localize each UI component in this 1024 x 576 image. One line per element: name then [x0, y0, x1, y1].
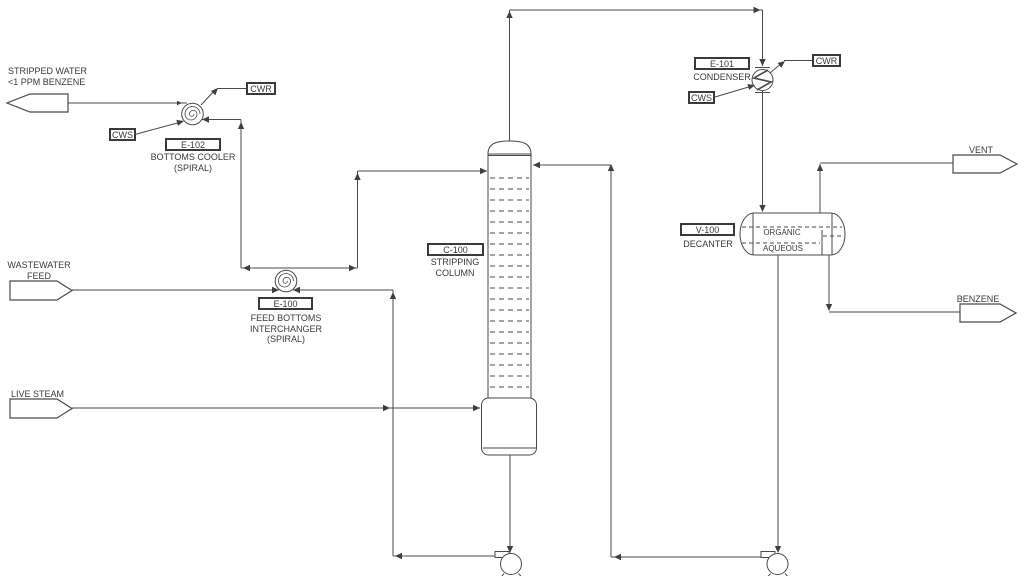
condenser-flange-ticks	[755, 67, 770, 93]
v100-tag-box: V-100	[680, 223, 735, 236]
c100-description: STRIPPING COLUMN	[395, 257, 515, 278]
v100-description: DECANTER	[683, 239, 733, 249]
stripped-water-label-line2: <1 PPM BENZENE	[8, 76, 86, 87]
vent-label: VENT	[968, 145, 993, 155]
pipe-vent	[819, 162, 953, 213]
wastewater-label-line2: FEED	[26, 270, 51, 281]
stripped-water-label-line1: STRIPPED WATER	[8, 66, 88, 76]
cwr-box-e102: CWR	[246, 82, 276, 95]
reflux-pump-symbol	[760, 551, 789, 576]
column-sump	[481, 397, 537, 456]
vent-flag	[952, 154, 1019, 174]
condenser-e101-symbol	[751, 67, 774, 93]
pipe-overhead-vapor	[509, 9, 763, 141]
e102-desc-line1: BOTTOMS COOLER	[150, 152, 236, 162]
column-tray-lines	[490, 177, 529, 388]
decanter-level-lines	[742, 226, 842, 244]
e100-desc-line3: (SPIRAL)	[266, 334, 305, 344]
pipe-benzene	[828, 255, 960, 313]
stripped-water-flag	[5, 93, 69, 113]
e100-desc-line1: FEED BOTTOMS	[250, 313, 322, 323]
cwr-box-e101: CWR	[812, 54, 841, 67]
stream-flags	[5, 93, 1019, 419]
decanter-organic-label: ORGANIC	[763, 228, 801, 237]
decanter-shell	[739, 212, 846, 256]
e101-tag-box: E-101	[694, 57, 750, 70]
c100-desc-line1: STRIPPING	[430, 257, 480, 267]
pipe-bottoms-to-e102	[202, 119, 358, 269]
pipe-lines	[68, 9, 960, 558]
c100-desc-line2: COLUMN	[435, 267, 475, 278]
e102-tag-box: E-102	[165, 138, 221, 151]
pipe-feed-to-column	[357, 170, 487, 268]
decanter-v100-symbol	[739, 212, 846, 256]
e100-description: FEED BOTTOMS INTERCHANGER (SPIRAL)	[226, 313, 346, 345]
pipe-aqueous-recycle	[533, 164, 779, 558]
wastewater-label-line1: WASTEWATER	[7, 260, 71, 270]
spiral-icon	[184, 106, 201, 121]
exchanger-e102-symbol	[181, 102, 204, 126]
wastewater-feed-flag	[9, 280, 74, 301]
decanter-aqueous-label: AQUEOUS	[762, 244, 803, 253]
cws-box-e101: CWS	[688, 91, 715, 104]
spiral-icon	[278, 273, 294, 288]
exchanger-e100-symbol	[274, 269, 298, 293]
column-dome	[487, 140, 532, 155]
flow-arrows	[176, 6, 833, 561]
c100-tag-box: C-100	[427, 243, 484, 256]
e102-description: BOTTOMS COOLER (SPIRAL)	[133, 152, 253, 173]
decanter-head-seams	[752, 213, 833, 255]
bottoms-pump-symbol	[494, 551, 522, 576]
e102-desc-line2: (SPIRAL)	[173, 162, 212, 173]
e100-tag-box: E-100	[258, 297, 313, 310]
benzene-label: BENZENE	[956, 294, 1000, 304]
benzene-flag	[959, 303, 1018, 323]
pipe-bottoms-pump-discharge	[293, 289, 496, 557]
live-steam-label: LIVE STEAM	[11, 389, 65, 399]
cws-box-e102: CWS	[109, 128, 136, 141]
wastewater-feed-label: WASTEWATER FEED	[0, 260, 78, 281]
stripping-column-symbol	[481, 140, 537, 456]
condenser-zigzag-icon	[751, 69, 774, 91]
stripped-water-label: STRIPPED WATER <1 PPM BENZENE	[8, 66, 87, 87]
live-steam-flag	[9, 398, 74, 419]
e101-description: CONDENSER	[693, 72, 751, 82]
e100-desc-line2: INTERCHANGER	[249, 323, 322, 334]
